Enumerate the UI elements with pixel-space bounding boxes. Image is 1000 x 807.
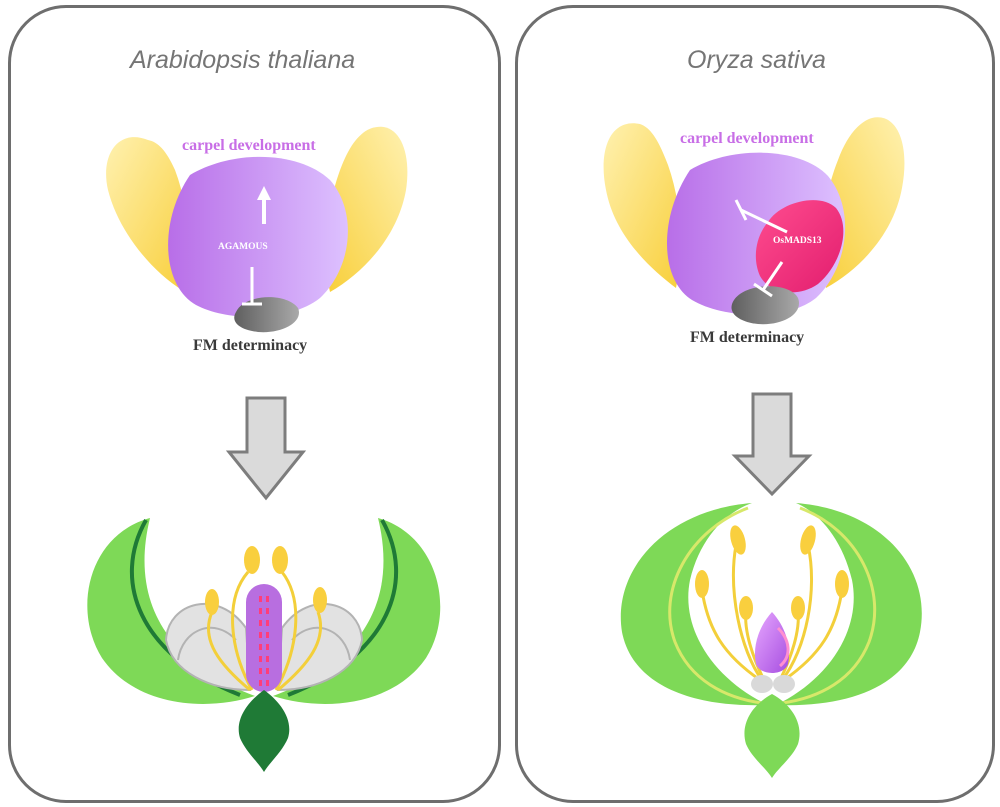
- anther: [835, 570, 849, 598]
- oryza-meristem-schematic: carpel development OsMADS13 FM determina…: [604, 117, 905, 346]
- gynoecium: [246, 584, 282, 692]
- anther: [695, 570, 709, 598]
- anther: [739, 596, 753, 620]
- carpel-primordium: [168, 157, 348, 317]
- gene-label-osmads13: OsMADS13: [773, 236, 822, 246]
- receptacle: [744, 694, 799, 778]
- down-arrow: [735, 394, 809, 494]
- fm-determinacy-label: FM determinacy: [193, 337, 307, 354]
- carpel-development-label: carpel development: [182, 137, 316, 154]
- anther: [244, 546, 260, 574]
- fm-determinacy-label: FM determinacy: [690, 329, 804, 346]
- lodicules: [751, 675, 795, 693]
- anther: [313, 587, 327, 613]
- anther: [727, 524, 748, 557]
- arabidopsis-meristem-schematic: carpel development AGAMOUS FM determinac…: [106, 127, 407, 354]
- down-arrow: [229, 398, 303, 498]
- anther: [272, 546, 288, 574]
- oryza-flower: [621, 503, 922, 778]
- gene-label-agamous: AGAMOUS: [218, 242, 268, 252]
- anther: [797, 524, 818, 557]
- anther: [791, 596, 805, 620]
- receptacle: [239, 690, 290, 772]
- anther: [205, 589, 219, 615]
- arabidopsis-flower: [87, 518, 440, 772]
- carpel-development-label: carpel development: [680, 130, 814, 147]
